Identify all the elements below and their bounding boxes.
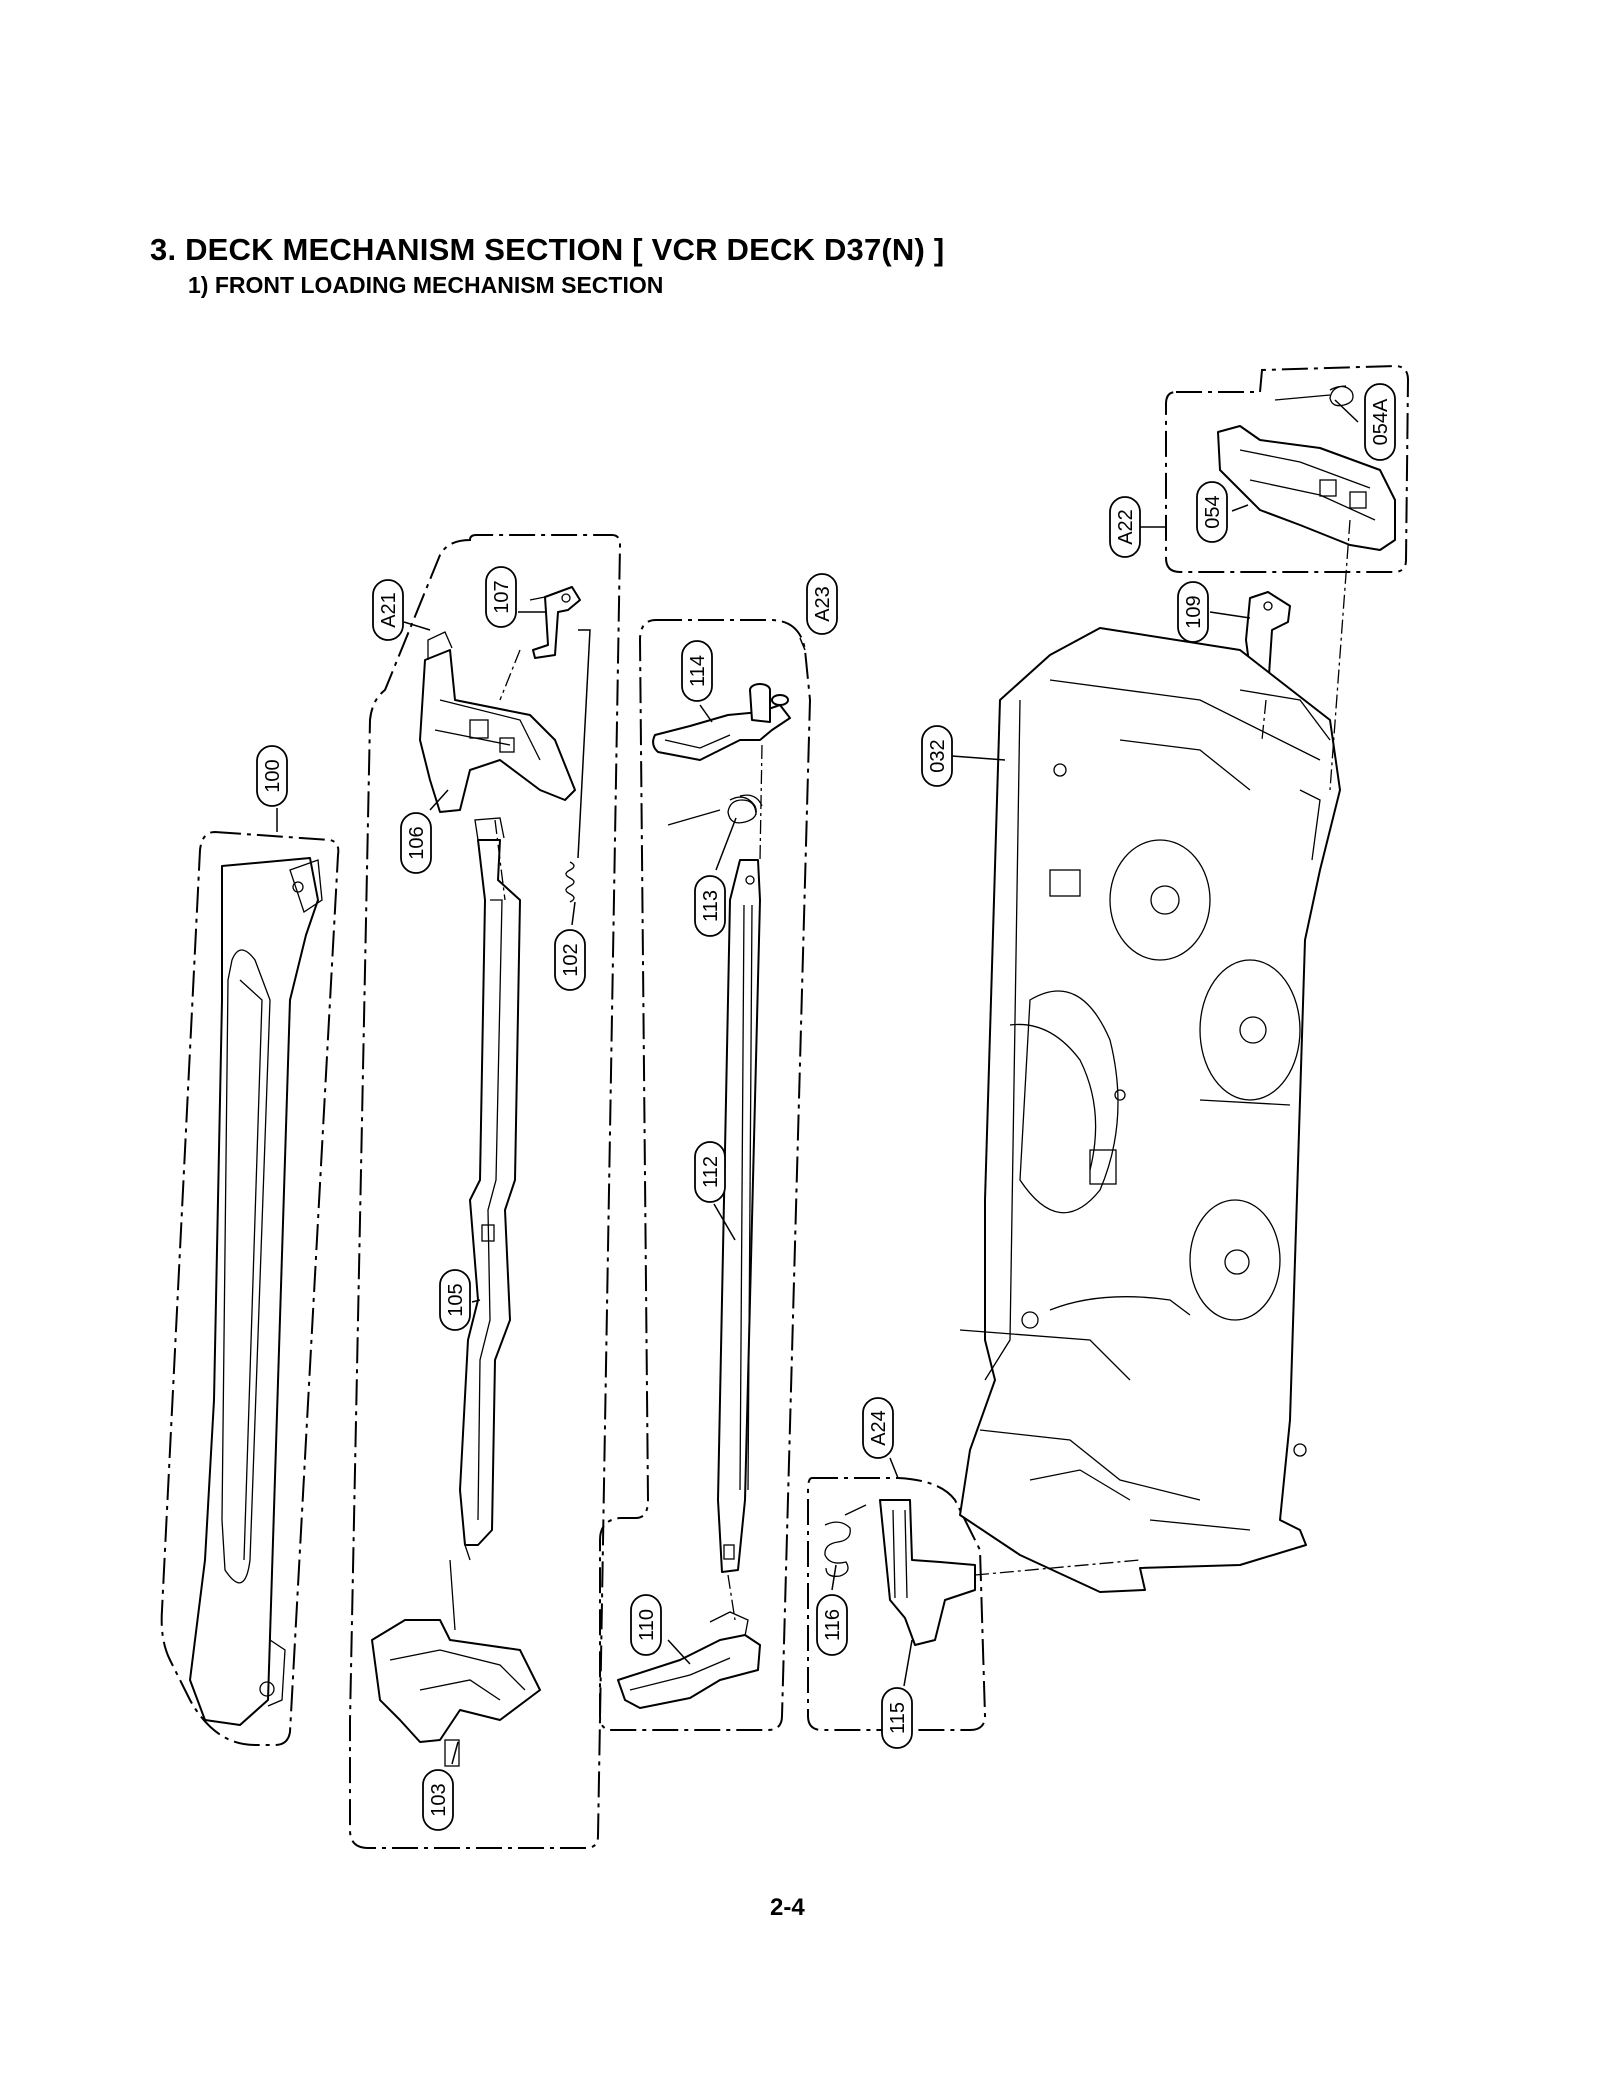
part-100-side-bracket xyxy=(160,830,340,1746)
section-title: 3. DECK MECHANISM SECTION [ VCR DECK D37… xyxy=(150,232,945,267)
callout-115: 115 xyxy=(881,1687,913,1749)
callout-label-106: 106 xyxy=(406,826,428,859)
callout-112: 112 xyxy=(694,1141,726,1203)
callout-A21: A21 xyxy=(372,579,404,641)
callout-103: 103 xyxy=(422,1769,454,1831)
part-103-bracket xyxy=(371,1544,541,1767)
callout-054: 054 xyxy=(1196,481,1228,543)
callout-label-100: 100 xyxy=(262,759,284,792)
callout-label-109: 109 xyxy=(1183,595,1205,628)
callout-label-054: 054 xyxy=(1202,495,1224,528)
callout-100: 100 xyxy=(256,745,288,807)
callout-label-A23: A23 xyxy=(812,586,834,622)
callout-A23: A23 xyxy=(806,573,838,635)
callout-label-102: 102 xyxy=(560,943,582,976)
callout-label-114: 114 xyxy=(687,655,709,687)
part-102-spring xyxy=(565,629,591,903)
callout-116: 116 xyxy=(816,1594,848,1656)
group-A23-box xyxy=(599,619,812,1731)
callout-102: 102 xyxy=(554,929,586,991)
part-054-bracket xyxy=(1217,425,1396,551)
group-A22-box xyxy=(1165,364,1410,573)
callout-032: 032 xyxy=(921,725,953,787)
callout-109: 109 xyxy=(1177,581,1209,643)
part-110-lever xyxy=(617,1611,761,1709)
group-A21-box xyxy=(349,534,622,1849)
part-107-lever xyxy=(529,586,581,659)
callout-label-115: 115 xyxy=(887,1702,909,1734)
callout-label-116: 116 xyxy=(822,1609,844,1641)
callout-110: 110 xyxy=(630,1594,662,1656)
part-115-lever xyxy=(879,1499,976,1646)
part-114-arm xyxy=(652,683,791,761)
callout-A22: A22 xyxy=(1109,496,1141,558)
callout-label-A22: A22 xyxy=(1115,509,1137,545)
callout-label-032: 032 xyxy=(927,739,949,772)
leader-lines xyxy=(276,399,1359,1765)
part-113-spring xyxy=(667,794,763,826)
callout-label-A21: A21 xyxy=(378,592,400,628)
callout-label-A24: A24 xyxy=(868,1410,890,1446)
part-032-main-chassis xyxy=(959,627,1341,1593)
page-number: 2-4 xyxy=(770,1894,805,1921)
callout-label-105: 105 xyxy=(445,1283,467,1316)
part-112-rail xyxy=(717,859,761,1573)
part-105-slider xyxy=(459,817,521,1546)
callout-label-107: 107 xyxy=(491,580,513,613)
callout-label-110: 110 xyxy=(636,1609,658,1641)
part-054A-spring xyxy=(1274,385,1354,407)
callout-label-054A: 054A xyxy=(1370,398,1392,445)
callout-054A: 054A xyxy=(1364,383,1396,461)
section-subtitle: 1) FRONT LOADING MECHANISM SECTION xyxy=(188,272,664,298)
callout-A24: A24 xyxy=(862,1397,894,1459)
callout-113: 113 xyxy=(694,875,726,937)
group-A24-box xyxy=(807,1477,987,1731)
callout-106: 106 xyxy=(400,812,432,874)
callout-label-112: 112 xyxy=(700,1156,722,1188)
part-106-bracket xyxy=(419,631,576,813)
callout-label-103: 103 xyxy=(428,1783,450,1816)
callout-105: 105 xyxy=(439,1269,471,1331)
callout-107: 107 xyxy=(485,566,517,628)
callout-114: 114 xyxy=(681,640,713,702)
part-116-spring xyxy=(824,1504,867,1577)
callout-label-113: 113 xyxy=(700,890,722,922)
